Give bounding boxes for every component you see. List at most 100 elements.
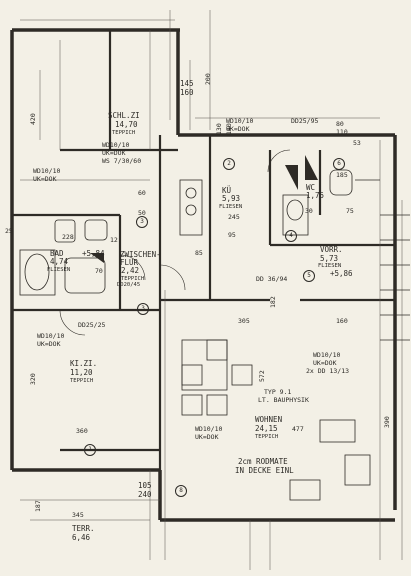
dim-12: 12 xyxy=(110,236,118,244)
dim-145: 145 xyxy=(180,79,194,88)
dim-305: 305 xyxy=(238,317,250,325)
dim-240: 240 xyxy=(138,490,152,499)
dim-228: 228 xyxy=(62,233,74,241)
room-floor-bad: FLIESEN xyxy=(47,267,71,273)
marker-8: 8 xyxy=(175,485,187,497)
interior-walls xyxy=(12,30,395,470)
exterior-walls xyxy=(10,28,397,522)
dim-572: 572 xyxy=(258,370,266,382)
room-floor-schlafzimmer: TEPPICH xyxy=(112,130,136,136)
room-floor-zwischenflur: TEPPICH xyxy=(121,276,145,282)
annotation-wd-wohn-1: WD10/10 xyxy=(195,425,223,433)
dim-200-top: 200 xyxy=(204,73,212,85)
room-name-schlafzimmer: SCHL.ZI xyxy=(108,111,140,120)
annotation-rodmate-1: 2cm RODMATE xyxy=(238,457,288,466)
marker-2: 2 xyxy=(223,158,235,170)
annotation-wd-top-1: WD10/10 xyxy=(226,117,254,125)
room-name-bad: BAD xyxy=(50,249,64,258)
dim-345: 345 xyxy=(72,511,84,519)
room-name-kinderzimmer: KI.ZI. xyxy=(70,359,98,368)
column-marks xyxy=(90,155,318,263)
annotation-wd-bad-1: WD10/10 xyxy=(37,332,65,340)
dim-75: 75 xyxy=(346,207,354,215)
annotation-dd-ki: DD25/25 xyxy=(78,321,106,329)
dim-130: 130 xyxy=(215,123,223,135)
door-swings xyxy=(59,149,291,336)
annotation-dd-top: DD25/95 xyxy=(291,117,319,125)
annotation-typ-1: TYP 9.1 xyxy=(264,388,292,396)
annotation-wd-wohn-2: UK=DOK xyxy=(195,433,219,441)
dim-187: 187 xyxy=(34,500,42,512)
room-area-terrasse: 6,46 xyxy=(72,533,91,542)
dim-60: 60 xyxy=(138,189,146,197)
room-area-vorraum: 5,73 xyxy=(320,254,339,263)
marker-5: 5 xyxy=(303,270,315,282)
dim-25: 25 xyxy=(5,227,13,235)
height-mark-bad: +5,84 xyxy=(82,249,105,258)
dim-140: 140 xyxy=(225,123,233,135)
door-zwischenflur: DD20/45 xyxy=(117,282,141,288)
room-name-kueche: KÜ xyxy=(222,186,232,195)
annotation-wd-wohn-r-3: 2x DD 13/13 xyxy=(306,367,350,375)
dim-360: 360 xyxy=(76,427,88,435)
room-floor-wohnen: TEPPICH xyxy=(255,434,279,440)
room-area-zwischenflur: 2,42 xyxy=(121,266,140,275)
dim-80: 80 xyxy=(336,120,344,128)
dim-70: 70 xyxy=(95,267,103,275)
dim-95: 95 xyxy=(228,231,236,239)
marker-6: 6 xyxy=(333,158,345,170)
room-area-wohnen: 24,15 xyxy=(255,424,278,433)
room-floor-vorraum: FLIESEN xyxy=(318,263,342,269)
dim-320: 320 xyxy=(29,373,37,385)
annotation-dd-vorr: DD 36/94 xyxy=(256,275,288,283)
room-area-bad: 4,74 xyxy=(50,257,69,266)
dim-110: 110 xyxy=(336,128,348,136)
bath-fixtures xyxy=(19,219,108,296)
dim-390: 390 xyxy=(383,416,391,428)
room-name-wc: WC xyxy=(306,183,316,192)
annotation-wd-wohn-r-2: UK=DOK xyxy=(313,359,337,367)
dim-30: 30 xyxy=(305,207,313,215)
annotation-wd-schl-2: UK=DOK xyxy=(33,175,57,183)
annotation-ws-3: WS 7/30/60 xyxy=(102,157,142,165)
dim-245: 245 xyxy=(228,213,240,221)
dim-105: 105 xyxy=(138,481,152,490)
room-area-kinderzimmer: 11,20 xyxy=(70,368,93,377)
annotation-ws-1: WD10/10 xyxy=(102,141,130,149)
dim-182: 182 xyxy=(269,296,277,308)
room-area-kueche: 5,93 xyxy=(222,194,241,203)
marker-3: 3 xyxy=(136,216,148,228)
dim-160-vorr: 160 xyxy=(336,317,348,325)
marker-3b: 3 xyxy=(137,303,149,315)
marker-1: 1 xyxy=(84,444,96,456)
room-name-zwischenflur: ZWISCHEN- xyxy=(120,250,161,259)
annotation-ws-2: UK=DOK xyxy=(102,149,126,157)
annotation-rodmate-2: IN DECKE EINL xyxy=(235,466,294,475)
dim-160: 160 xyxy=(180,88,194,97)
annotation-wd-bad-2: UK=DOK xyxy=(37,340,61,348)
marker-4: 4 xyxy=(285,230,297,242)
dim-50: 50 xyxy=(138,209,146,217)
room-area-wc: 1,75 xyxy=(306,191,325,200)
room-name2-zwischenflur: FLUR xyxy=(120,258,139,267)
annotation-wd-wohn-r-1: WD10/10 xyxy=(313,351,341,359)
dim-185: 185 xyxy=(336,171,348,179)
stair-treads xyxy=(380,214,410,341)
dim-420: 420 xyxy=(29,113,37,125)
room-name-vorraum: VORR. xyxy=(320,245,343,254)
annotation-wd-top-2: UK=DOK xyxy=(226,125,250,133)
dim-53: 53 xyxy=(353,139,361,147)
room-name-wohnen: WOHNEN xyxy=(255,415,283,424)
height-mark-vorraum: +5,86 xyxy=(330,269,353,278)
annotation-wd-schl-1: WD10/10 xyxy=(33,167,61,175)
annotation-typ-2: LT. BAUPHYSIK xyxy=(258,396,309,404)
wc-fixtures xyxy=(329,169,380,196)
dim-85: 85 xyxy=(195,249,203,257)
dining-table xyxy=(181,339,253,416)
kitchen-fixtures xyxy=(179,179,309,236)
room-floor-kinderzimmer: TEPPICH xyxy=(70,378,94,384)
living-furniture xyxy=(289,419,371,501)
room-area-schlafzimmer: 14,70 xyxy=(115,120,138,129)
dimension-lines xyxy=(20,10,403,570)
